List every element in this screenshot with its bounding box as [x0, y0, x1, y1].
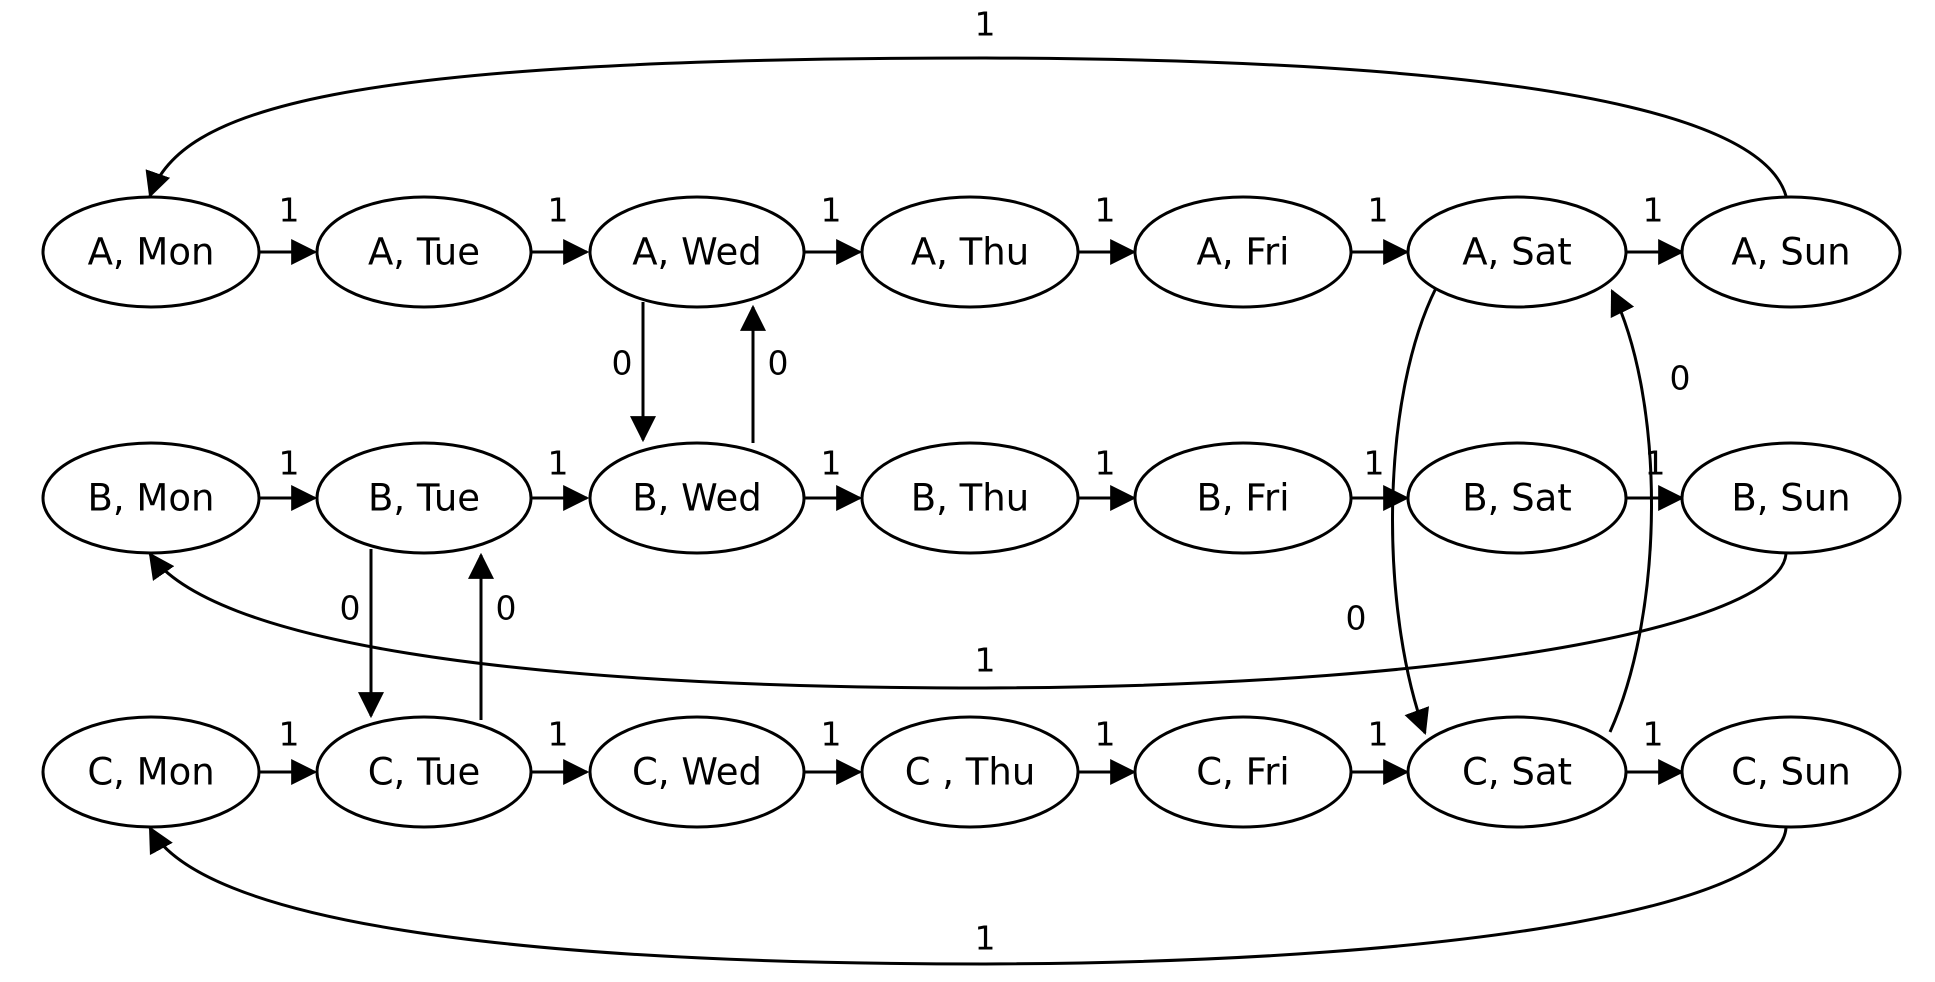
node-a-thu: A, Thu: [860, 195, 1080, 309]
node-label: A, Wed: [632, 231, 762, 274]
edge-label: 0: [1346, 599, 1367, 638]
edge-label: 1: [1095, 715, 1116, 754]
edge-b-sat-b-sun: 1: [1626, 444, 1685, 511]
edge-c-fri-c-sat: 1: [1351, 715, 1410, 785]
edge-label: 1: [821, 444, 842, 483]
edge-label: 1: [1645, 444, 1666, 483]
node-b-sat: B, Sat: [1406, 441, 1628, 555]
edge-b-tue-b-wed: 1: [531, 444, 590, 511]
edge-label: 0: [496, 589, 517, 628]
edge-a-wed-a-thu: 1: [804, 191, 863, 265]
node-b-fri: B, Fri: [1133, 441, 1353, 555]
edge-b-sun-b-mon: 1: [148, 552, 1788, 690]
edge-label: 1: [1095, 444, 1116, 483]
edge-a-sat-to-c-sat: 0: [1346, 287, 1438, 736]
edge-c-sun-c-mon: 1: [148, 826, 1788, 966]
node-c-mon: C, Mon: [41, 715, 261, 829]
edge-b-fri-b-sat: 1: [1351, 444, 1410, 511]
node-label: B, Sun: [1731, 477, 1850, 520]
edge-label: 0: [768, 344, 789, 383]
node-b-tue: B, Tue: [315, 441, 533, 555]
edge-label: 1: [548, 444, 569, 483]
edge-label: 1: [279, 444, 300, 483]
node-label: C, Fri: [1196, 751, 1289, 794]
edge-b-wed-b-thu: 1: [804, 444, 863, 511]
edge-a-wed-to-b-wed: 0: [612, 302, 656, 443]
edge-label: 0: [1670, 359, 1691, 398]
edge-a-fri-a-sat: 1: [1351, 191, 1410, 265]
edge-label: 1: [821, 191, 842, 230]
edge-label: 1: [279, 715, 300, 754]
node-label: B, Thu: [911, 477, 1029, 520]
node-b-thu: B, Thu: [860, 441, 1080, 555]
node-c-wed: C, Wed: [588, 715, 806, 829]
node-label: C, Wed: [632, 751, 762, 794]
edge-label: 0: [612, 344, 633, 383]
edge-label: 1: [975, 919, 996, 958]
edge-c-sat-c-sun: 1: [1626, 715, 1685, 785]
node-b-wed: B, Wed: [588, 441, 806, 555]
edge-label: 1: [1643, 715, 1664, 754]
edge-label: 1: [1368, 715, 1389, 754]
node-c-sun: C, Sun: [1680, 715, 1902, 829]
edge-c-tue-c-wed: 1: [531, 715, 590, 785]
node-c-thu: C , Thu: [860, 715, 1080, 829]
node-label: A, Tue: [368, 231, 480, 274]
edge-a-thu-a-fri: 1: [1078, 191, 1137, 265]
node-label: B, Sat: [1462, 477, 1572, 520]
edge-label: 1: [975, 641, 996, 680]
node-label: A, Sat: [1462, 231, 1572, 274]
node-a-sun: A, Sun: [1680, 195, 1902, 309]
edge-label: 1: [1095, 191, 1116, 230]
edge-b-thu-b-fri: 1: [1078, 444, 1137, 511]
edge-c-tue-to-b-tue: 0: [468, 552, 517, 720]
edge-a-mon-a-tue: 1: [259, 191, 318, 265]
node-label: B, Fri: [1197, 477, 1290, 520]
node-label: C, Sat: [1462, 751, 1572, 794]
node-a-sat: A, Sat: [1406, 195, 1628, 309]
edge-c-wed-c-thu: 1: [804, 715, 863, 785]
edge-label: 1: [548, 191, 569, 230]
node-b-mon: B, Mon: [41, 441, 261, 555]
edge-a-tue-a-wed: 1: [531, 191, 590, 265]
edge-b-wed-to-a-wed: 0: [740, 304, 789, 443]
node-label: B, Mon: [88, 477, 215, 520]
node-c-fri: C, Fri: [1133, 715, 1353, 829]
edge-a-sat-a-sun: 1: [1626, 191, 1685, 265]
node-label: A, Sun: [1731, 231, 1850, 274]
edge-b-mon-b-tue: 1: [259, 444, 318, 511]
node-label: A, Mon: [88, 231, 215, 274]
edge-label: 1: [821, 715, 842, 754]
edge-label: 1: [279, 191, 300, 230]
edge-label: 1: [548, 715, 569, 754]
node-a-fri: A, Fri: [1133, 195, 1353, 309]
node-label: A, Fri: [1197, 231, 1290, 274]
edge-c-sat-to-a-sat: 0: [1608, 289, 1691, 733]
edge-label: 0: [340, 589, 361, 628]
edge-c-thu-c-fri: 1: [1078, 715, 1137, 785]
node-b-sun: B, Sun: [1680, 441, 1902, 555]
edge-a-sun-a-mon: 1: [145, 5, 1788, 199]
node-label: C, Mon: [87, 751, 214, 794]
edge-b-tue-to-c-tue: 0: [340, 549, 384, 719]
edge-c-mon-c-tue: 1: [259, 715, 318, 785]
node-label: C , Thu: [905, 751, 1036, 794]
node-a-wed: A, Wed: [588, 195, 806, 309]
node-a-mon: A, Mon: [41, 195, 261, 309]
edge-label: 1: [1368, 191, 1389, 230]
node-a-tue: A, Tue: [315, 195, 533, 309]
node-label: B, Tue: [368, 477, 480, 520]
node-label: C, Sun: [1731, 751, 1851, 794]
edge-label: 1: [975, 5, 996, 44]
node-c-tue: C, Tue: [315, 715, 533, 829]
edge-label: 1: [1643, 191, 1664, 230]
node-label: C, Tue: [368, 751, 481, 794]
node-c-sat: C, Sat: [1406, 715, 1628, 829]
edge-label: 1: [1364, 444, 1385, 483]
node-label: B, Wed: [632, 477, 762, 520]
node-label: A, Thu: [911, 231, 1029, 274]
